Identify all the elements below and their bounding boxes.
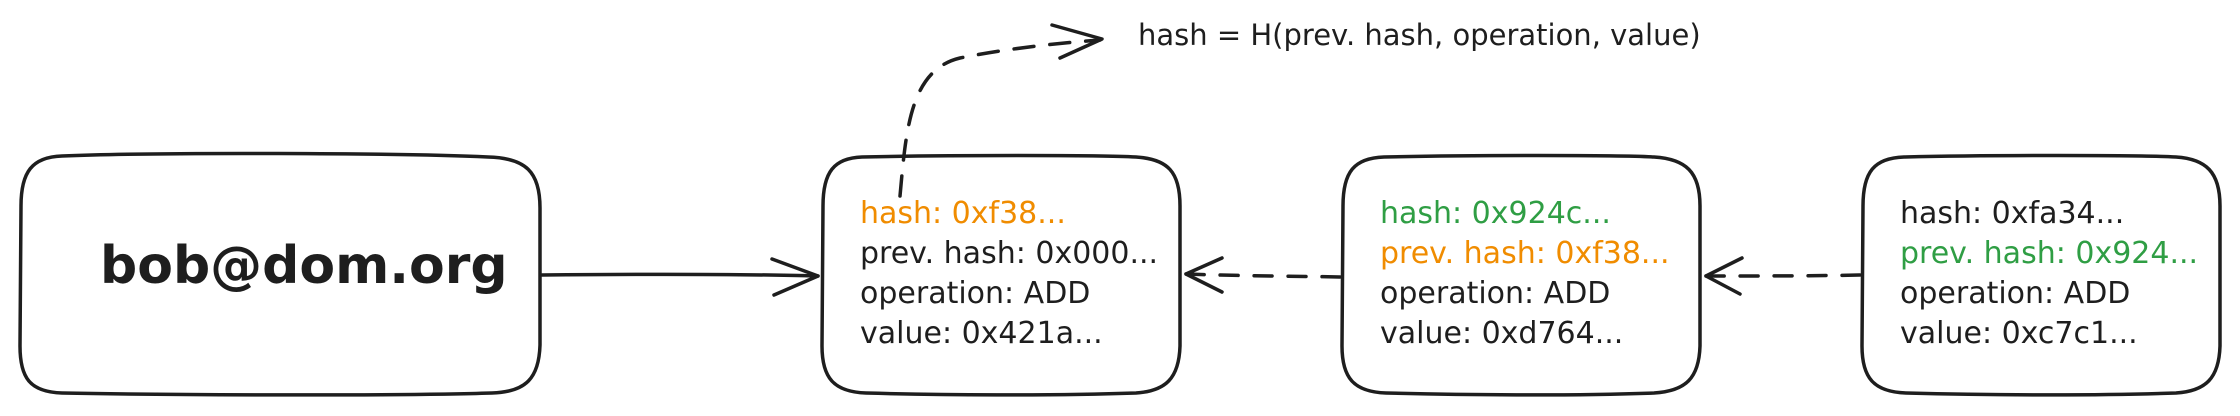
block-2-operation: operation: ADD (1380, 276, 1611, 311)
dashed-arrow-3-head (1704, 256, 1744, 296)
block-2-hash: hash: 0x924c... (1380, 196, 1611, 231)
dashed-arrow-block3-to-block2 (1704, 273, 1862, 278)
block-3-prev-hash: prev. hash: 0x924... (1900, 236, 2199, 271)
solid-arrow-email-to-block (540, 272, 820, 278)
block-1-operation: operation: ADD (860, 276, 1091, 311)
block-2-content: hash: 0x924c... prev. hash: 0xf38... ope… (1380, 194, 1670, 354)
curved-arrow-head (1050, 23, 1104, 60)
block-1-box (820, 153, 1182, 397)
email-label: bob@dom.org (100, 236, 508, 296)
solid-arrow-head (770, 257, 820, 297)
block-3-content: hash: 0xfa34... prev. hash: 0x924... ope… (1900, 194, 2198, 354)
block-1-value: value: 0x421a... (860, 316, 1103, 351)
hash-formula: hash = H(prev. hash, operation, value) (1138, 18, 1701, 52)
block-2-box (1340, 153, 1702, 397)
block-2-value: value: 0xd764... (1380, 316, 1624, 351)
dashed-arrow-2-head (1184, 256, 1224, 294)
email-node-box (18, 151, 542, 397)
block-3-value: value: 0xc7c1... (1900, 316, 2138, 351)
block-1-content: hash: 0xf38... prev. hash: 0x000... oper… (860, 194, 1158, 354)
block-3-operation: operation: ADD (1900, 276, 2131, 311)
dashed-arrow-block2-to-block1 (1184, 272, 1342, 279)
block-1-hash: hash: 0xf38... (860, 196, 1066, 231)
block-3-box (1860, 153, 2222, 397)
block-2-prev-hash: prev. hash: 0xf38... (1380, 236, 1670, 271)
curved-arrow-to-formula (898, 38, 1102, 198)
block-1-prev-hash: prev. hash: 0x000... (860, 236, 1159, 271)
block-3-hash: hash: 0xfa34... (1900, 196, 2125, 231)
